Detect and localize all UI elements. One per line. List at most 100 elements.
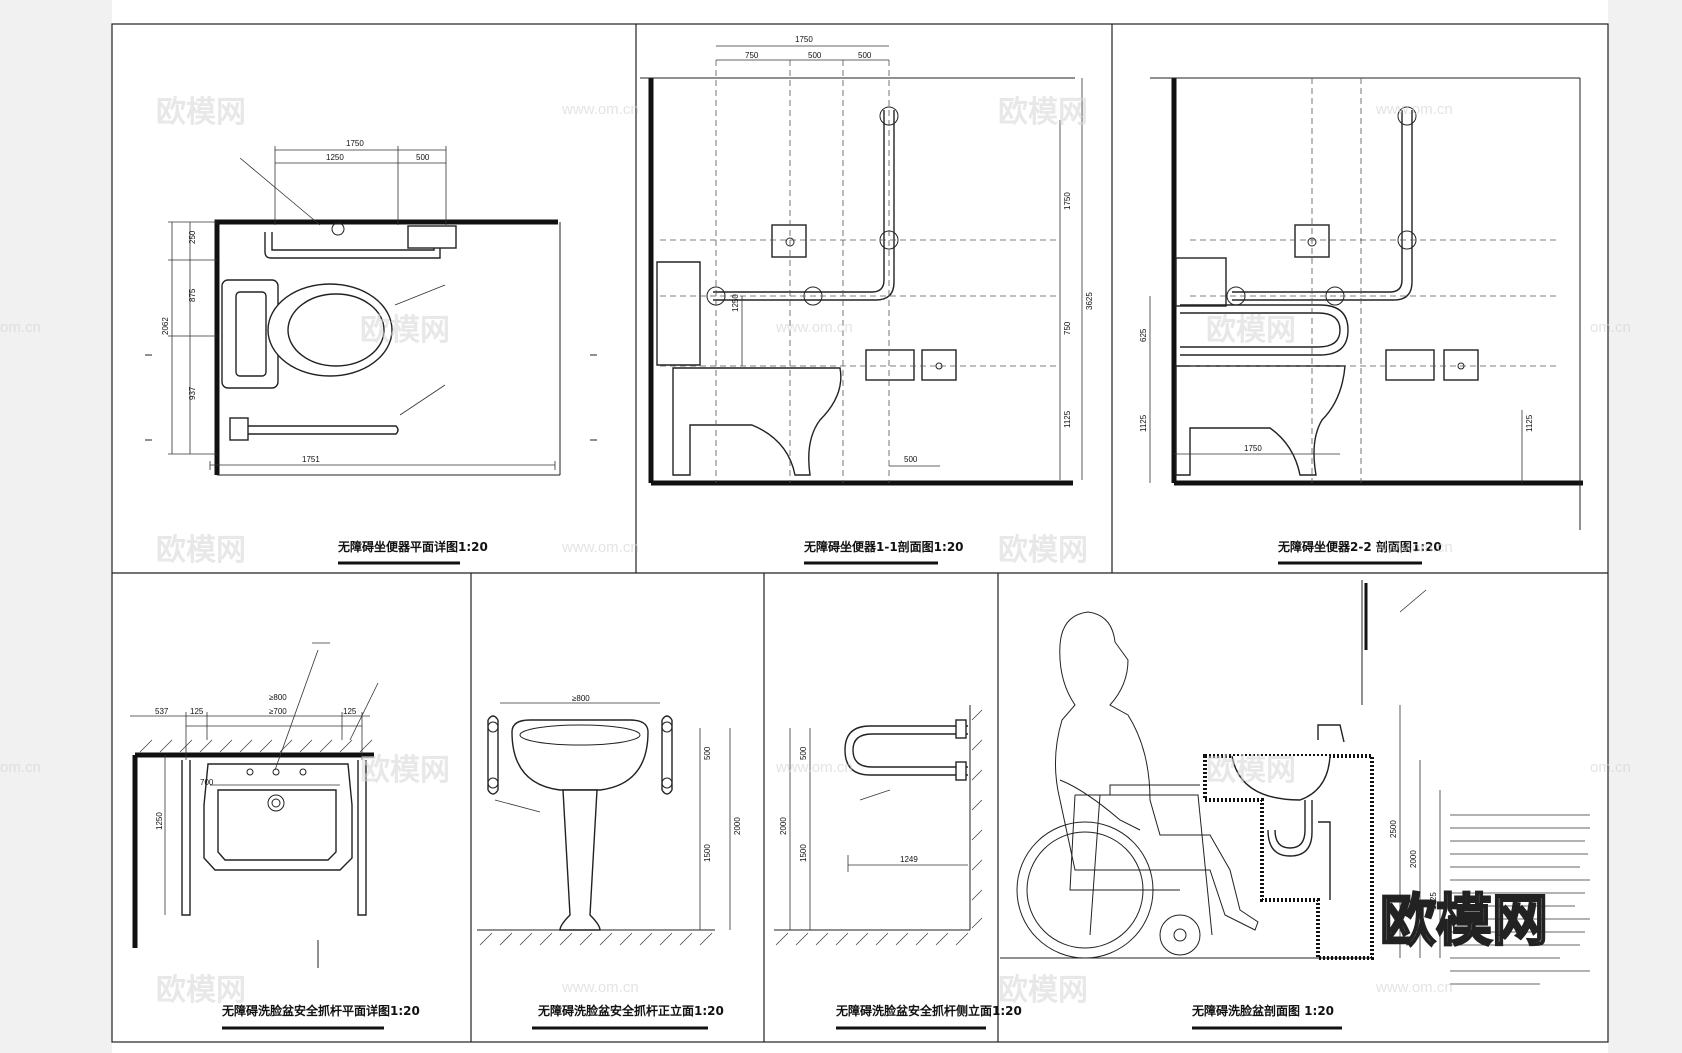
title-basin-section: 无障碍洗脸盆剖面图 1:20	[1191, 1003, 1334, 1018]
drain-trap	[1274, 800, 1306, 849]
dim-v2000: 2000	[779, 817, 788, 835]
svg-text:www.om.cn: www.om.cn	[775, 759, 853, 776]
dim-v500: 500	[799, 746, 808, 760]
dim-750: 750	[745, 51, 759, 60]
dim-800: ≥800	[572, 694, 590, 703]
wheelchair-frame	[1069, 794, 1213, 936]
pedestal	[559, 789, 601, 931]
dim-1250: 1250	[326, 153, 344, 162]
title-toilet-section-1: 无障碍坐便器1-1剖面图1:20	[803, 539, 964, 554]
svg-text:欧模网: 欧模网	[156, 533, 246, 568]
svg-text:欧模网: 欧模网	[998, 95, 1088, 130]
svg-text:欧模网: 欧模网	[1206, 313, 1296, 348]
grab-bar-l-side	[1232, 110, 1403, 293]
svg-text:欧模网: 欧模网	[998, 973, 1088, 1008]
dim-h500: 500	[904, 455, 918, 464]
svg-text:www.om.cn: www.om.cn	[1375, 979, 1453, 996]
panel-toilet-section-1: 1750 750 500 500 1750 3625 1250 750 1125…	[640, 35, 1094, 565]
dim-h1249: 1249	[900, 855, 918, 864]
svg-text:www.om.cn: www.om.cn	[1375, 101, 1453, 118]
grab-bar-right	[661, 720, 673, 790]
svg-text:om.cn: om.cn	[1590, 319, 1631, 336]
dim-1750: 1750	[346, 139, 364, 148]
watermarks: 欧模网 www.om.cn 欧模网 www.om.cn om.cn 欧模网 ww…	[0, 95, 1631, 1008]
dim-500: 500	[416, 153, 430, 162]
title-toilet-plan: 无障碍坐便器平面详图1:20	[337, 539, 488, 554]
svg-text:欧模网: 欧模网	[156, 973, 246, 1008]
svg-text:om.cn: om.cn	[1590, 759, 1631, 776]
dim-875: 875	[188, 288, 197, 302]
toilet-body-elev	[672, 367, 842, 476]
title-toilet-section-2: 无障碍坐便器2-2 剖面图1:20	[1277, 539, 1442, 554]
toilet-tank-elev	[656, 261, 701, 366]
dim-v500: 500	[703, 746, 712, 760]
person-figure	[1055, 611, 1259, 931]
dim-v1625: 1625	[1429, 892, 1438, 910]
grab-bar-u-side	[844, 725, 968, 776]
grab-bar-u	[1180, 304, 1349, 356]
dim-v625: 625	[1139, 328, 1148, 342]
pedestal-basin	[511, 719, 649, 791]
panel-basin-section: 2500 2000 1625 无障碍洗脸盆剖面图 1:20	[1000, 580, 1590, 1030]
dim-937: 937	[188, 386, 197, 400]
svg-text:www.om.cn: www.om.cn	[561, 539, 639, 556]
dim-125b: 125	[343, 707, 357, 716]
panel-toilet-plan: 1750 1250 500 250 875 937 2062 1751 无障碍坐…	[145, 139, 597, 565]
dim-v1500: 1500	[703, 844, 712, 862]
svg-text:www.om.cn: www.om.cn	[561, 979, 639, 996]
svg-text:www.om.cn: www.om.cn	[561, 101, 639, 118]
grab-bar-l	[713, 110, 885, 293]
dim-1750: 1750	[795, 35, 813, 44]
dim-v2000: 2000	[733, 817, 742, 835]
dim-v1500: 1500	[799, 844, 808, 862]
flush-button	[921, 349, 957, 381]
dim-v1250: 1250	[731, 294, 740, 312]
dim-v2500: 2500	[1389, 820, 1398, 838]
dim-125a: 125	[190, 707, 204, 716]
panel-basin-front: ≥800 500 1500 2000 无障碍洗脸盆安全抓杆正立面1:20	[477, 694, 742, 1030]
dim-v1250: 1250	[155, 812, 164, 830]
toilet-body-side	[1175, 365, 1346, 476]
svg-text:欧模网: 欧模网	[156, 95, 246, 130]
dim-700s: 700	[200, 778, 214, 787]
dim-1751: 1751	[302, 455, 320, 464]
dim-1750: 1750	[1244, 444, 1262, 453]
svg-text:www.om.cn: www.om.cn	[775, 319, 853, 336]
svg-text:欧模网: 欧模网	[998, 533, 1088, 568]
wheelchair-castor	[1159, 914, 1201, 956]
grab-bar-left	[487, 720, 499, 790]
faucet	[1317, 724, 1345, 743]
dim-v1750: 1750	[1063, 192, 1072, 210]
basin-section	[1231, 755, 1331, 801]
call-button	[771, 224, 807, 258]
svg-text:欧模网: 欧模网	[360, 313, 450, 348]
panel-dividers	[112, 24, 1608, 1042]
sheet-background	[112, 0, 1608, 1053]
grab-bar-left	[181, 760, 191, 916]
svg-text:欧模网: 欧模网	[1206, 753, 1296, 788]
grab-bar-side	[248, 425, 399, 435]
dim-v1125b: 1125	[1525, 414, 1534, 432]
title-basin-side: 无障碍洗脸盆安全抓杆侧立面1:20	[835, 1003, 1022, 1018]
dim-800: ≥800	[269, 693, 287, 702]
grab-bar-back	[264, 232, 441, 259]
dim-500b: 500	[858, 51, 872, 60]
grab-bar-right	[357, 760, 367, 916]
dim-250: 250	[188, 230, 197, 244]
title-basin-front: 无障碍洗脸盆安全抓杆正立面1:20	[537, 1003, 724, 1018]
wall-hatch	[139, 739, 373, 753]
dim-537: 537	[155, 707, 169, 716]
panel-toilet-section-2: 625 1125 1750 1125 无障碍坐便器2-2 剖面图1:20	[1139, 77, 1583, 565]
svg-text:om.cn: om.cn	[0, 759, 41, 776]
paper-holder	[229, 417, 249, 441]
counter-section	[1203, 754, 1374, 960]
dim-v1125: 1125	[1063, 410, 1072, 428]
panel-basin-side: 500 1500 2000 1249 无障碍洗脸盆安全抓杆侧立面1:20	[774, 705, 1022, 1030]
dim-v3625: 3625	[1085, 292, 1094, 310]
svg-text:om.cn: om.cn	[0, 319, 41, 336]
dim-v2000: 2000	[1409, 850, 1418, 868]
dim-v750: 750	[1063, 321, 1072, 335]
watermark-logo: 欧模网	[1380, 889, 1548, 954]
